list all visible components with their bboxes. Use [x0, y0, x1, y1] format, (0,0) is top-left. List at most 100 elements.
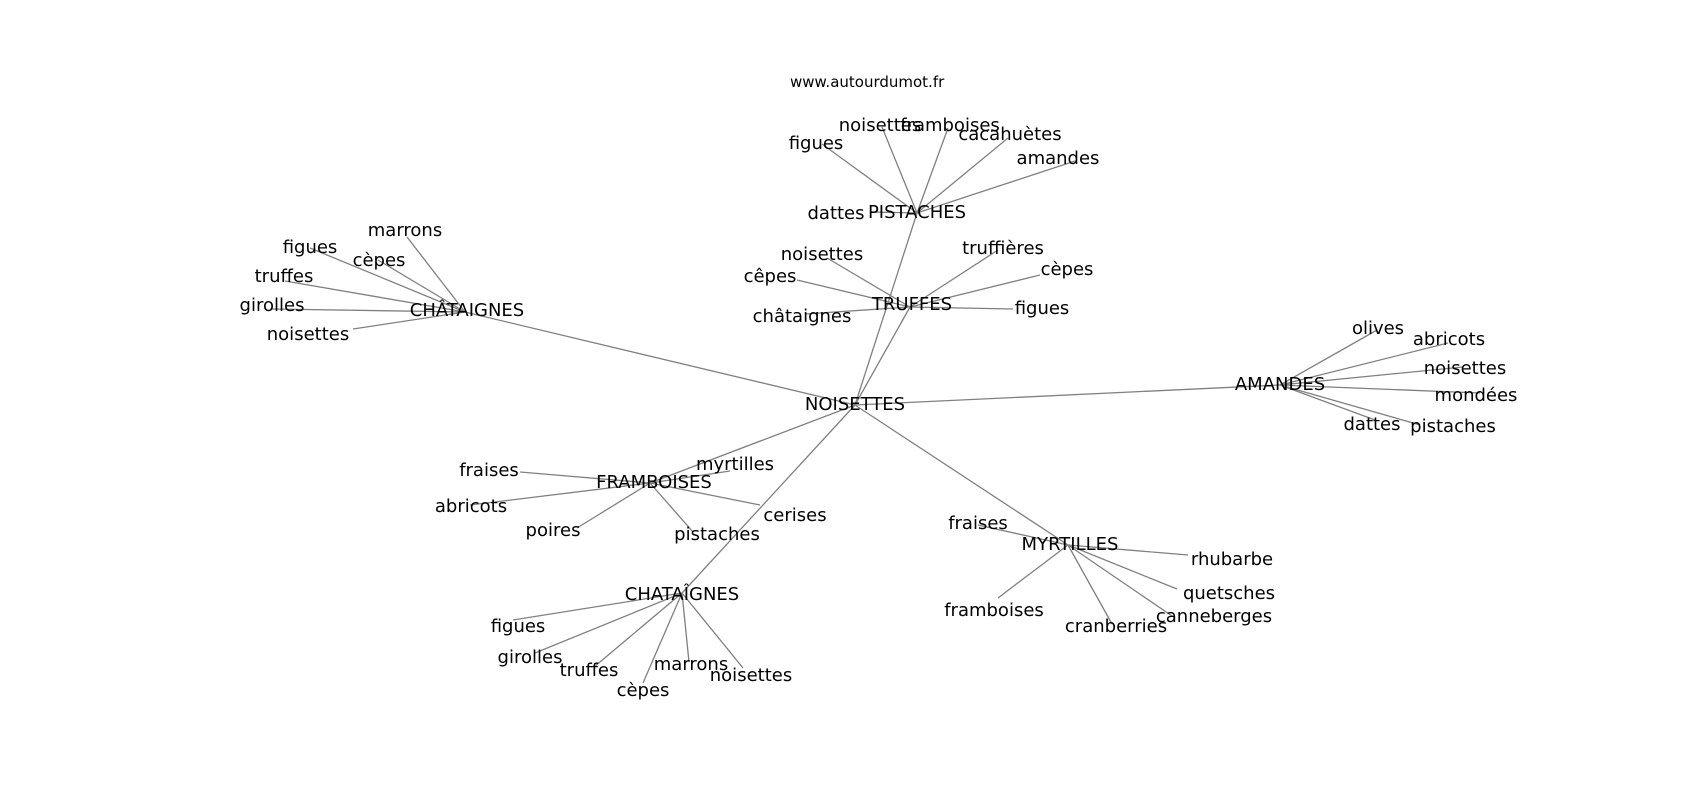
edge-hub-to-word — [534, 592, 683, 654]
edge-hub-to-word — [642, 592, 683, 684]
word-node: truffes — [560, 660, 619, 681]
word-node: cèpes — [617, 680, 670, 701]
watermark-url: www.autourdumot.fr — [790, 73, 945, 91]
word-node: pistaches — [674, 524, 760, 545]
word-node: myrtilles — [696, 454, 774, 475]
word-node: noisettes — [267, 324, 349, 345]
hub-node: TRUFFES — [871, 294, 952, 315]
word-node: canneberges — [1156, 606, 1272, 627]
edge-center-to-hub — [854, 384, 1281, 406]
edge-hub-to-word — [1067, 544, 1189, 556]
word-node: cerises — [763, 505, 826, 526]
word-node: cranberries — [1065, 616, 1167, 637]
word-node: noisettes — [1424, 358, 1506, 379]
word-node: figues — [283, 237, 338, 258]
edge-hub-to-word — [916, 127, 949, 214]
edge-hub-to-word — [352, 311, 466, 330]
edge-hub-to-word — [1067, 544, 1178, 590]
hub-node: CHÂTAIGNES — [410, 299, 524, 321]
word-node: marrons — [654, 654, 728, 675]
word-node: noisettes — [710, 665, 792, 686]
word-node: dattes — [1343, 414, 1400, 435]
edge-hub-to-word — [821, 143, 918, 214]
word-node: truffières — [962, 238, 1044, 259]
edge-hub-to-word — [406, 236, 466, 313]
edge-hub-to-word — [681, 592, 744, 669]
center-node: NOISETTES — [805, 394, 905, 415]
edge-hub-to-word — [649, 482, 694, 533]
word-node: truffes — [255, 266, 314, 287]
word-node: mondées — [1435, 385, 1518, 406]
edge-hub-to-word — [1067, 544, 1113, 625]
edge-hub-to-word — [826, 257, 911, 308]
word-node: figues — [789, 133, 844, 154]
word-node: girolles — [240, 295, 305, 316]
word-node: cêpes — [744, 266, 797, 287]
hub-node: AMANDES — [1235, 374, 1325, 395]
word-node: cacahuètes — [958, 124, 1061, 145]
hub-node: PISTACHES — [868, 202, 966, 223]
edge-hub-to-word — [271, 308, 466, 313]
word-node: dattes — [807, 203, 864, 224]
word-node: framboises — [900, 115, 1000, 136]
word-node: amandes — [1017, 148, 1100, 169]
edge-center-to-hub — [854, 306, 911, 406]
edge-hub-to-word — [909, 306, 1014, 310]
edge-hub-to-word — [881, 126, 918, 214]
labels: www.autourdumot.fr figuesnoisettesframbo… — [240, 73, 1518, 701]
word-node: poires — [526, 520, 581, 541]
word-node: noisettes — [781, 244, 863, 265]
edge-center-to-hub — [854, 404, 1069, 546]
edge-hub-to-word — [916, 160, 1076, 214]
edge-hub-to-word — [469, 482, 651, 506]
hub-node: MYRTILLES — [1022, 534, 1119, 555]
word-node: abricots — [435, 496, 507, 517]
edge-hub-to-word — [796, 279, 911, 308]
edge-hub-to-word — [1279, 384, 1421, 426]
word-node: figues — [491, 616, 546, 637]
word-node: marrons — [368, 220, 442, 241]
word-node: rhubarbe — [1191, 549, 1273, 570]
edge-hub-to-word — [512, 592, 683, 621]
edge-hub-to-word — [1279, 384, 1481, 394]
edge-hub-to-word — [909, 274, 1041, 308]
edge-hub-to-word — [1279, 342, 1449, 386]
edge-hub-to-word — [916, 137, 1009, 214]
word-node: cèpes — [353, 250, 406, 271]
word-node: châtaignes — [753, 306, 852, 327]
edge-hub-to-word — [681, 592, 690, 663]
edge-hub-to-word — [909, 249, 999, 308]
edge-hub-to-word — [804, 306, 911, 315]
word-node: quetsches — [1183, 583, 1275, 604]
word-node: girolles — [498, 647, 563, 668]
word-node: cèpes — [1041, 259, 1094, 280]
word-node: pistaches — [1410, 416, 1496, 437]
edge-hub-to-word — [519, 471, 651, 484]
word-node: fraises — [459, 460, 519, 481]
edge-hub-to-word — [977, 524, 1069, 546]
edge-hub-to-word — [1279, 366, 1464, 386]
edge-hub-to-word — [869, 211, 918, 214]
edge-hub-to-word — [1279, 384, 1376, 421]
edge-hub-to-word — [1279, 329, 1378, 386]
edge-hub-to-word — [649, 482, 761, 506]
edge-center-to-hub — [649, 404, 856, 484]
edge-hub-to-word — [1067, 544, 1176, 619]
hub-node: CHATAÎGNES — [625, 583, 739, 605]
hub-node: FRAMBOISES — [596, 472, 712, 493]
edge-hub-to-word — [649, 470, 731, 484]
edge-hub-to-word — [997, 544, 1069, 599]
word-node: olives — [1352, 318, 1404, 339]
edge-hub-to-word — [593, 592, 683, 668]
edge-hub-to-word — [284, 280, 466, 313]
edge-center-to-hub — [464, 311, 856, 406]
edge-hub-to-word — [309, 247, 466, 313]
edges — [271, 126, 1481, 684]
edge-hub-to-word — [576, 482, 651, 529]
word-node: abricots — [1413, 329, 1485, 350]
word-node: fraises — [948, 513, 1008, 534]
edge-center-to-hub — [681, 404, 856, 594]
word-node: noisettes — [839, 115, 921, 136]
word-node: framboises — [944, 600, 1044, 621]
